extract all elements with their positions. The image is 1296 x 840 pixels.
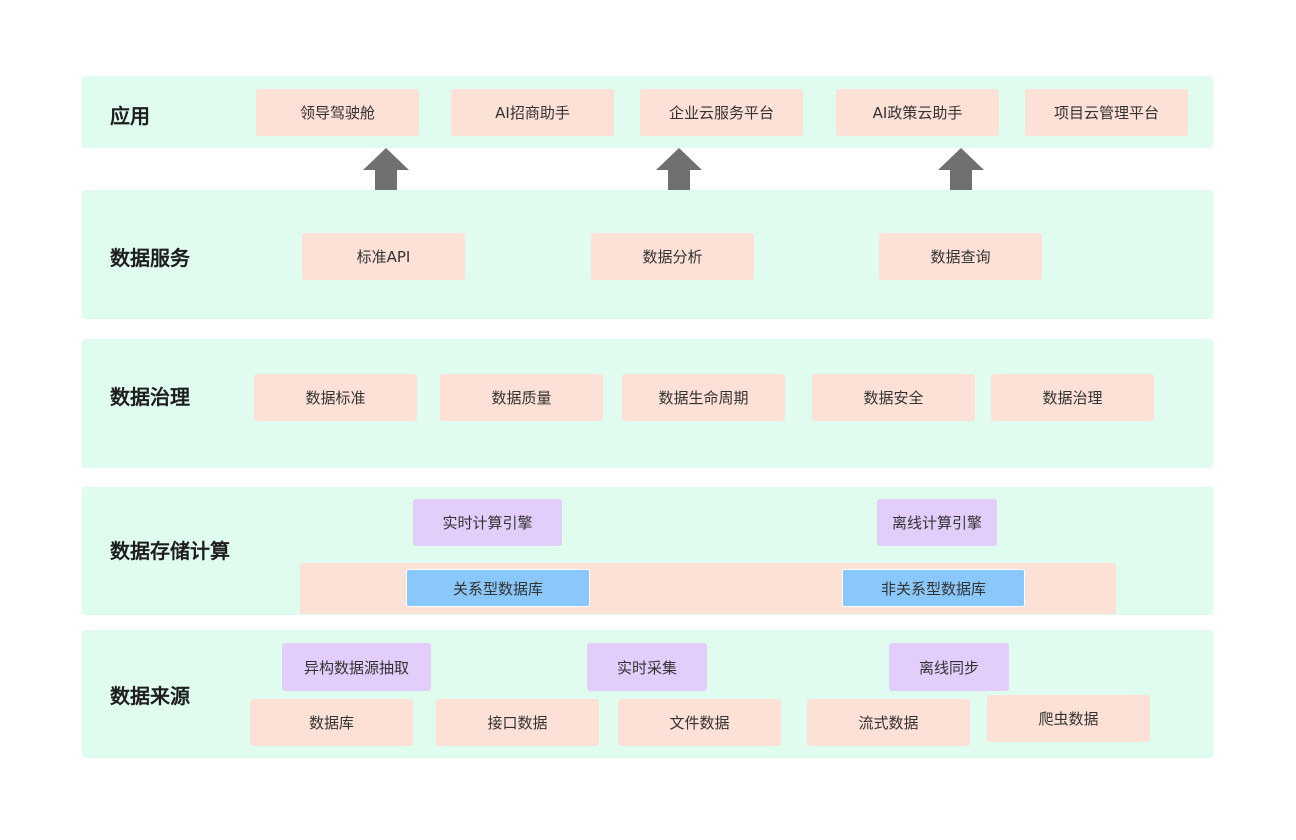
layer-title-data-governance: 数据治理 bbox=[110, 385, 190, 409]
layer-title-data-source: 数据来源 bbox=[110, 684, 190, 708]
service-standard-api[interactable]: 标准API bbox=[302, 233, 465, 280]
db-relational[interactable]: 关系型数据库 bbox=[406, 569, 590, 607]
source-stream-data[interactable]: 流式数据 bbox=[807, 699, 970, 746]
layer-title-application: 应用 bbox=[110, 104, 150, 128]
source-realtime-collection[interactable]: 实时采集 bbox=[587, 643, 707, 691]
layer-title-data-storage-compute: 数据存储计算 bbox=[110, 539, 230, 563]
source-offline-sync[interactable]: 离线同步 bbox=[889, 643, 1009, 691]
app-project-cloud-platform[interactable]: 项目云管理平台 bbox=[1025, 89, 1188, 136]
source-interface-data[interactable]: 接口数据 bbox=[436, 699, 599, 746]
db-non-relational[interactable]: 非关系型数据库 bbox=[842, 569, 1025, 607]
governance-data-quality[interactable]: 数据质量 bbox=[440, 374, 603, 421]
up-arrow-icon bbox=[938, 148, 984, 190]
source-database[interactable]: 数据库 bbox=[250, 699, 413, 746]
source-file-data[interactable]: 文件数据 bbox=[618, 699, 781, 746]
service-data-query[interactable]: 数据查询 bbox=[879, 233, 1042, 280]
app-ai-investment-assistant[interactable]: AI招商助手 bbox=[451, 89, 614, 136]
up-arrow-icon bbox=[363, 148, 409, 190]
engine-offline-compute[interactable]: 离线计算引擎 bbox=[877, 499, 997, 546]
app-leader-cockpit[interactable]: 领导驾驶舱 bbox=[256, 89, 419, 136]
up-arrow-icon bbox=[656, 148, 702, 190]
app-enterprise-cloud-platform[interactable]: 企业云服务平台 bbox=[640, 89, 803, 136]
layer-title-data-service: 数据服务 bbox=[110, 246, 190, 270]
governance-data-lifecycle[interactable]: 数据生命周期 bbox=[622, 374, 785, 421]
source-crawler-data[interactable]: 爬虫数据 bbox=[987, 695, 1150, 742]
engine-realtime-compute[interactable]: 实时计算引擎 bbox=[413, 499, 562, 546]
service-data-analysis[interactable]: 数据分析 bbox=[591, 233, 754, 280]
source-heterogeneous-extraction[interactable]: 异构数据源抽取 bbox=[282, 643, 431, 691]
governance-data-security[interactable]: 数据安全 bbox=[812, 374, 975, 421]
governance-data-standard[interactable]: 数据标准 bbox=[254, 374, 417, 421]
app-ai-policy-assistant[interactable]: AI政策云助手 bbox=[836, 89, 999, 136]
governance-data-governance[interactable]: 数据治理 bbox=[991, 374, 1154, 421]
